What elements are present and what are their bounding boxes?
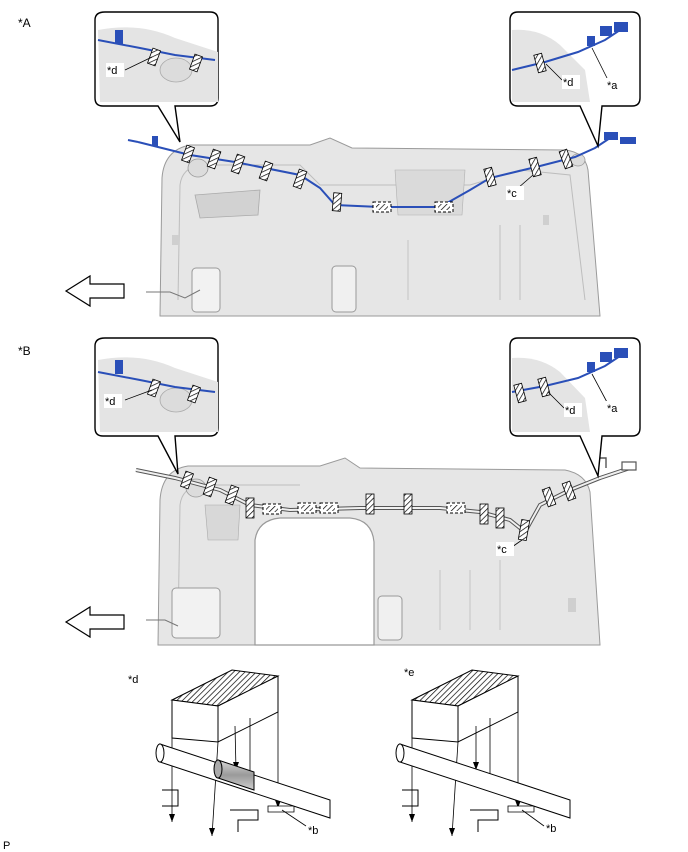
section-b: *B [18,337,641,646]
connector-icon [604,132,618,140]
figure-code: P [3,840,10,852]
inset-b-left: *d [94,337,219,475]
section-a: *A [18,11,641,317]
sunvisor-holder-b [377,595,403,641]
section-b-label: *B [18,344,31,358]
inset-a-right: *d *a [509,11,641,149]
headliner-panel-b [157,457,601,646]
sunroof-opening [254,517,375,646]
section-a-label: *A [18,16,31,30]
connector-icon [621,461,637,471]
callout-a-b: *a [607,403,618,415]
arrow-left-outline-icon [64,605,125,639]
detail-e-label: *e [404,667,414,679]
callout-d-b-right: *d [565,405,575,417]
tape-group-a [180,144,574,213]
callout-c-b: *c [497,544,507,556]
callout-b-e: *b [546,823,556,835]
detail-d: *d *b [128,669,331,837]
detail-e: *e *b [395,667,571,837]
connector-icon [620,137,636,144]
dome-light-opening-a [191,267,221,313]
callout-a-a: *a [607,80,618,92]
callout-d-a-left: *d [107,65,117,77]
inset-a-left: *d [94,11,219,143]
inset-b-right: *d *a [509,337,641,479]
detail-d-label: *d [128,674,138,686]
arrow-left-outline-icon [64,274,125,308]
callout-c-a: *c [507,188,517,200]
dome-light-opening-b [171,587,221,639]
callout-d-b-left: *d [105,396,115,408]
sunvisor-holder-a [331,265,357,313]
callout-d-a-right: *d [563,77,573,89]
tape-group-b [179,470,577,542]
callout-b-d: *b [308,825,318,837]
